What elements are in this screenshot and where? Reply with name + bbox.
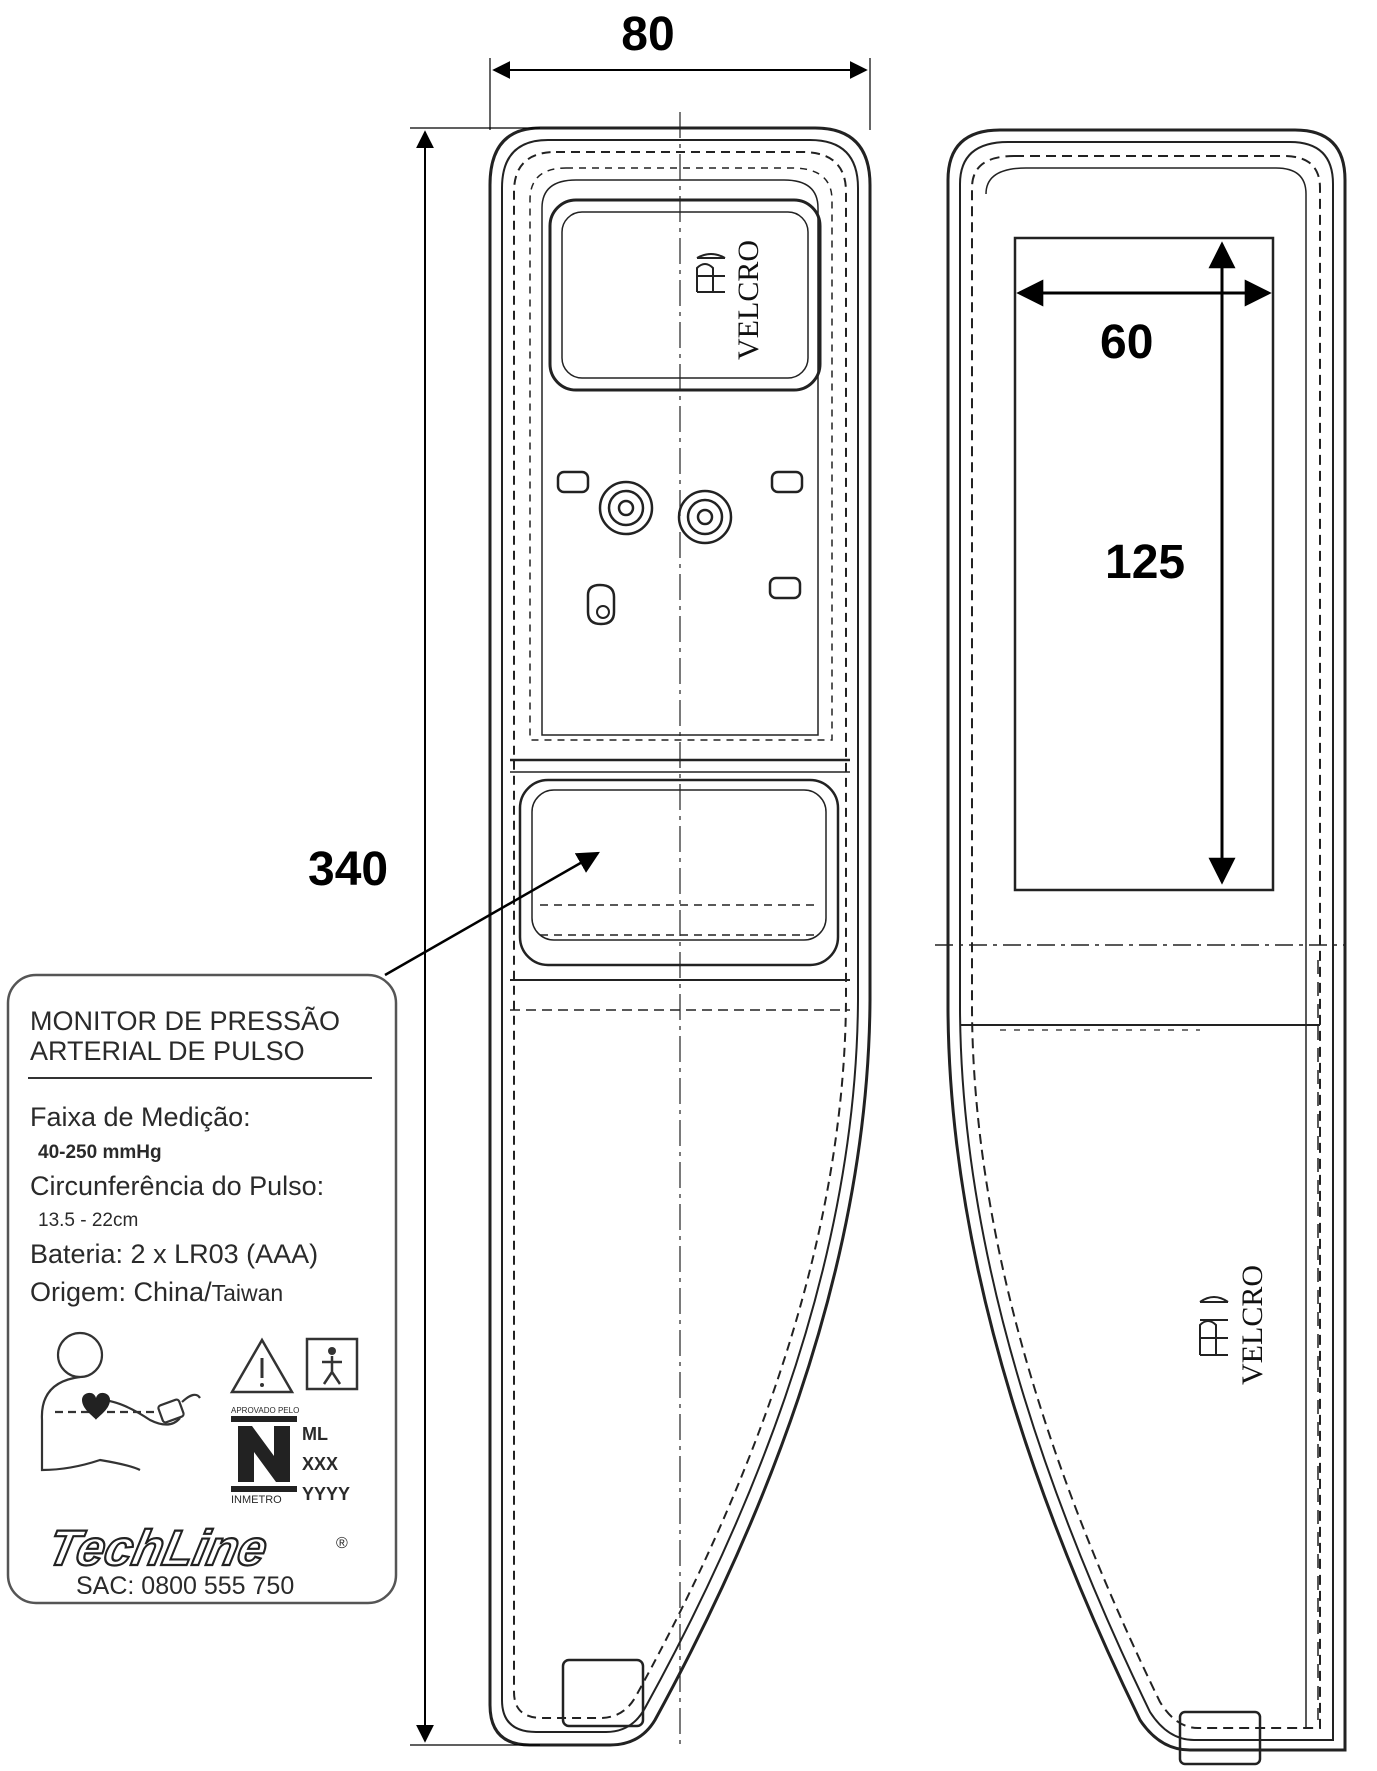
front-stitch-outer bbox=[513, 151, 847, 1719]
button-left bbox=[598, 480, 654, 536]
display-window-outer bbox=[548, 198, 822, 392]
slot-top-right bbox=[770, 470, 804, 494]
label-code-xxx: XXX bbox=[302, 1454, 338, 1474]
wrist-monitor-person-icon bbox=[40, 1331, 201, 1472]
front-stitch-inner bbox=[529, 167, 833, 741]
back-velcro-label: VELCRO bbox=[1236, 1265, 1269, 1385]
leader-arrow bbox=[384, 851, 600, 977]
dim-pocket-width-label: 60 bbox=[1100, 316, 1153, 369]
front-velcro-label: VELCRO bbox=[732, 240, 765, 360]
back-outer-outline bbox=[946, 128, 1347, 1752]
label-battery: Bateria: 2 x LR03 (AAA) bbox=[30, 1239, 318, 1269]
heart-icon bbox=[82, 1392, 110, 1420]
front-panel-top bbox=[541, 179, 819, 736]
dim-height-340 bbox=[410, 127, 540, 1746]
dim-pocket bbox=[1016, 241, 1272, 885]
label-origin-suffix: Taiwan bbox=[212, 1280, 284, 1306]
back-view bbox=[935, 128, 1347, 1766]
label-border bbox=[6, 973, 398, 1605]
back-velcro-hooks bbox=[1199, 1296, 1229, 1356]
label-origin: Origem: China/Taiwan bbox=[30, 1277, 283, 1307]
back-bottom-tab bbox=[1178, 1710, 1262, 1766]
label-title-line1: MONITOR DE PRESSÃO bbox=[30, 1005, 340, 1036]
front-velcro-hooks bbox=[696, 253, 726, 293]
product-label: MONITOR DE PRESSÃO ARTERIAL DE PULSO Fai… bbox=[6, 973, 398, 1605]
label-code-yyyy: YYYY bbox=[302, 1484, 350, 1504]
lower-pocket-outer bbox=[518, 778, 840, 967]
dim-width-80 bbox=[489, 58, 871, 130]
label-circ-label: Circunferência do Pulso: bbox=[30, 1171, 324, 1201]
slot-top-left bbox=[556, 470, 590, 494]
inmetro-seal-icon: APROVADO PELO INMETRO bbox=[231, 1406, 299, 1506]
button-right bbox=[677, 489, 733, 545]
slot-bottom-right bbox=[768, 576, 802, 600]
dim-height-340-label: 340 bbox=[308, 843, 388, 896]
back-stitch bbox=[971, 155, 1321, 1729]
dim-pocket-height-label: 125 bbox=[1105, 536, 1185, 589]
label-title-line2: ARTERIAL DE PULSO bbox=[30, 1036, 305, 1066]
front-inner-outline bbox=[501, 139, 859, 1733]
label-range-value: 40-250 mmHg bbox=[38, 1142, 162, 1163]
label-circ-value: 13.5 - 22cm bbox=[38, 1210, 138, 1231]
front-view bbox=[488, 126, 872, 1747]
label-cert-bottom: INMETRO bbox=[231, 1494, 282, 1506]
type-b-applied-part-icon bbox=[305, 1337, 359, 1391]
label-cert-top: APROVADO PELO bbox=[231, 1406, 299, 1415]
label-registered: ® bbox=[336, 1535, 348, 1552]
front-outer-outline bbox=[488, 126, 872, 1747]
label-range-label: Faixa de Medição: bbox=[30, 1102, 251, 1132]
small-knob bbox=[586, 583, 616, 626]
label-code-ml: ML bbox=[302, 1424, 328, 1444]
display-window-inner bbox=[561, 211, 809, 379]
front-bottom-tab bbox=[561, 1658, 645, 1728]
warning-triangle-icon bbox=[229, 1337, 295, 1394]
back-inner-outline bbox=[959, 141, 1334, 1741]
dim-width-80-label: 80 bbox=[621, 8, 674, 61]
front-view-details bbox=[510, 112, 850, 1745]
label-sac: SAC: 0800 555 750 bbox=[76, 1572, 294, 1600]
back-velcro-pad bbox=[1013, 236, 1275, 892]
lower-pocket-inner bbox=[531, 789, 827, 941]
label-brand: TechLine bbox=[43, 1520, 273, 1576]
